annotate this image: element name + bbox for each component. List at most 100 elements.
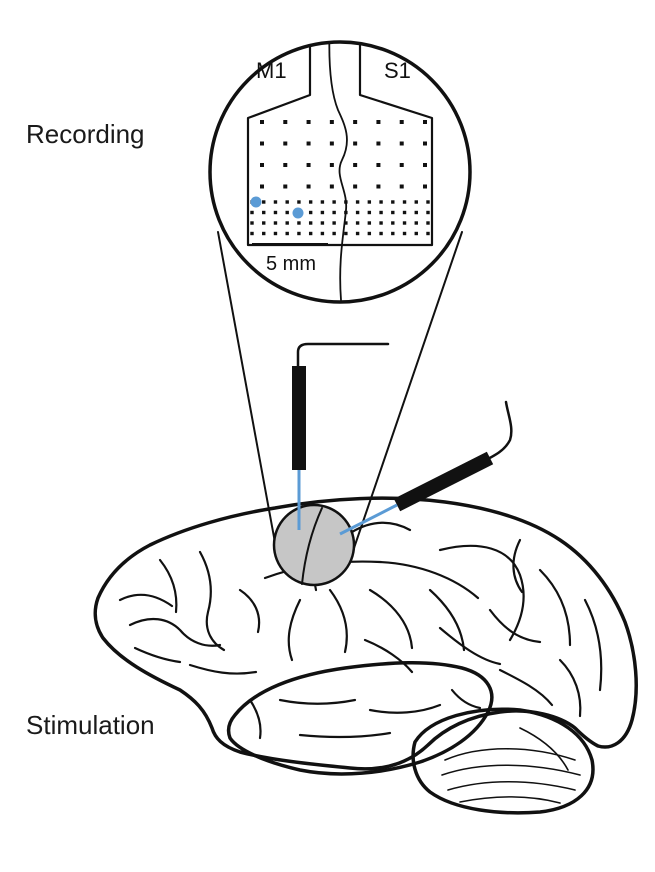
array-site: [376, 184, 381, 189]
array-site: [260, 120, 264, 124]
cerebellum: [411, 707, 595, 815]
array-site: [426, 210, 430, 215]
cortical-sulci: [118, 521, 603, 740]
array-site: [379, 231, 383, 236]
array-site: [376, 120, 381, 124]
array-site: [379, 210, 383, 215]
array-site: [262, 231, 266, 236]
array-site: [285, 231, 289, 236]
array-site: [344, 231, 348, 236]
array-site: [332, 231, 336, 236]
array-site: [283, 141, 288, 146]
array-outline: [246, 42, 434, 247]
array-site: [391, 210, 395, 215]
cerebral-hemisphere: [93, 496, 638, 771]
electrode-array-sites: [250, 120, 430, 236]
array-site: [260, 163, 264, 167]
array-site: [250, 231, 254, 236]
stimulating-electrode: [339, 400, 513, 536]
array-site: [308, 200, 313, 204]
highlighted-array-site: [292, 207, 304, 219]
array-site: [329, 184, 334, 189]
array-site: [391, 231, 395, 236]
stimulating-electrode-body: [393, 451, 494, 512]
array-site: [332, 210, 336, 215]
array-site: [423, 120, 427, 124]
cerebellum-folia: [441, 727, 581, 804]
array-site: [376, 163, 381, 167]
array-site: [367, 200, 372, 204]
array-site: [332, 221, 336, 225]
recording-inset: M1 S1 5 mm: [208, 40, 472, 304]
array-site: [355, 210, 360, 215]
highlighted-array-site: [250, 196, 262, 208]
array-site: [306, 163, 311, 167]
array-site: [367, 221, 372, 225]
array-site: [344, 221, 348, 225]
array-site: [262, 210, 266, 215]
array-site: [399, 184, 404, 189]
array-site: [260, 141, 264, 146]
array-site: [423, 163, 427, 167]
array-site: [297, 231, 301, 236]
temporal-lobe: [226, 660, 494, 776]
array-site: [344, 200, 348, 204]
array-site: [402, 200, 407, 204]
array-site: [391, 200, 395, 204]
region-label-s1: S1: [384, 58, 411, 83]
array-site: [426, 231, 430, 236]
stimulation-label: Stimulation: [26, 710, 155, 740]
array-site: [379, 200, 383, 204]
monkey-brain-illustration: [93, 496, 638, 815]
array-site: [285, 210, 289, 215]
array-site: [308, 221, 313, 225]
array-site: [273, 200, 278, 204]
recording-electrode: [292, 342, 390, 530]
array-site: [320, 210, 325, 215]
array-site: [399, 163, 404, 167]
array-site: [399, 120, 404, 124]
array-site: [308, 231, 313, 236]
central-sulcus-line: [328, 42, 348, 301]
array-site: [399, 141, 404, 146]
array-site: [273, 231, 278, 236]
recording-label: Recording: [26, 119, 145, 149]
array-site: [262, 221, 266, 225]
array-site: [320, 231, 325, 236]
array-site: [367, 210, 372, 215]
array-site: [414, 231, 418, 236]
array-site: [376, 141, 381, 146]
array-site: [423, 184, 427, 189]
array-site: [329, 120, 334, 124]
stimulating-electrode-tip: [339, 503, 398, 536]
array-site: [283, 120, 288, 124]
array-site: [391, 221, 395, 225]
array-site: [306, 184, 311, 189]
array-site: [283, 163, 288, 167]
array-site: [283, 184, 288, 189]
array-site: [306, 141, 311, 146]
array-site: [285, 221, 289, 225]
array-site: [329, 163, 334, 167]
array-site: [344, 210, 348, 215]
array-site: [332, 200, 336, 204]
array-site: [414, 210, 418, 215]
array-site: [414, 221, 418, 225]
zoom-cone: [217, 231, 463, 549]
array-site: [250, 221, 254, 225]
array-site: [402, 231, 407, 236]
array-site: [426, 200, 430, 204]
stimulation-site-sulcus: [301, 507, 323, 585]
array-site: [355, 221, 360, 225]
array-site: [423, 141, 427, 146]
array-site: [306, 120, 311, 124]
array-site: [414, 200, 418, 204]
recording-electrode-body: [292, 366, 306, 470]
array-site: [329, 141, 334, 146]
scale-bar-label: 5 mm: [266, 253, 316, 275]
array-site: [262, 200, 266, 204]
array-site: [250, 210, 254, 215]
array-site: [320, 200, 325, 204]
array-site: [353, 120, 358, 124]
stimulation-site: [272, 503, 356, 587]
